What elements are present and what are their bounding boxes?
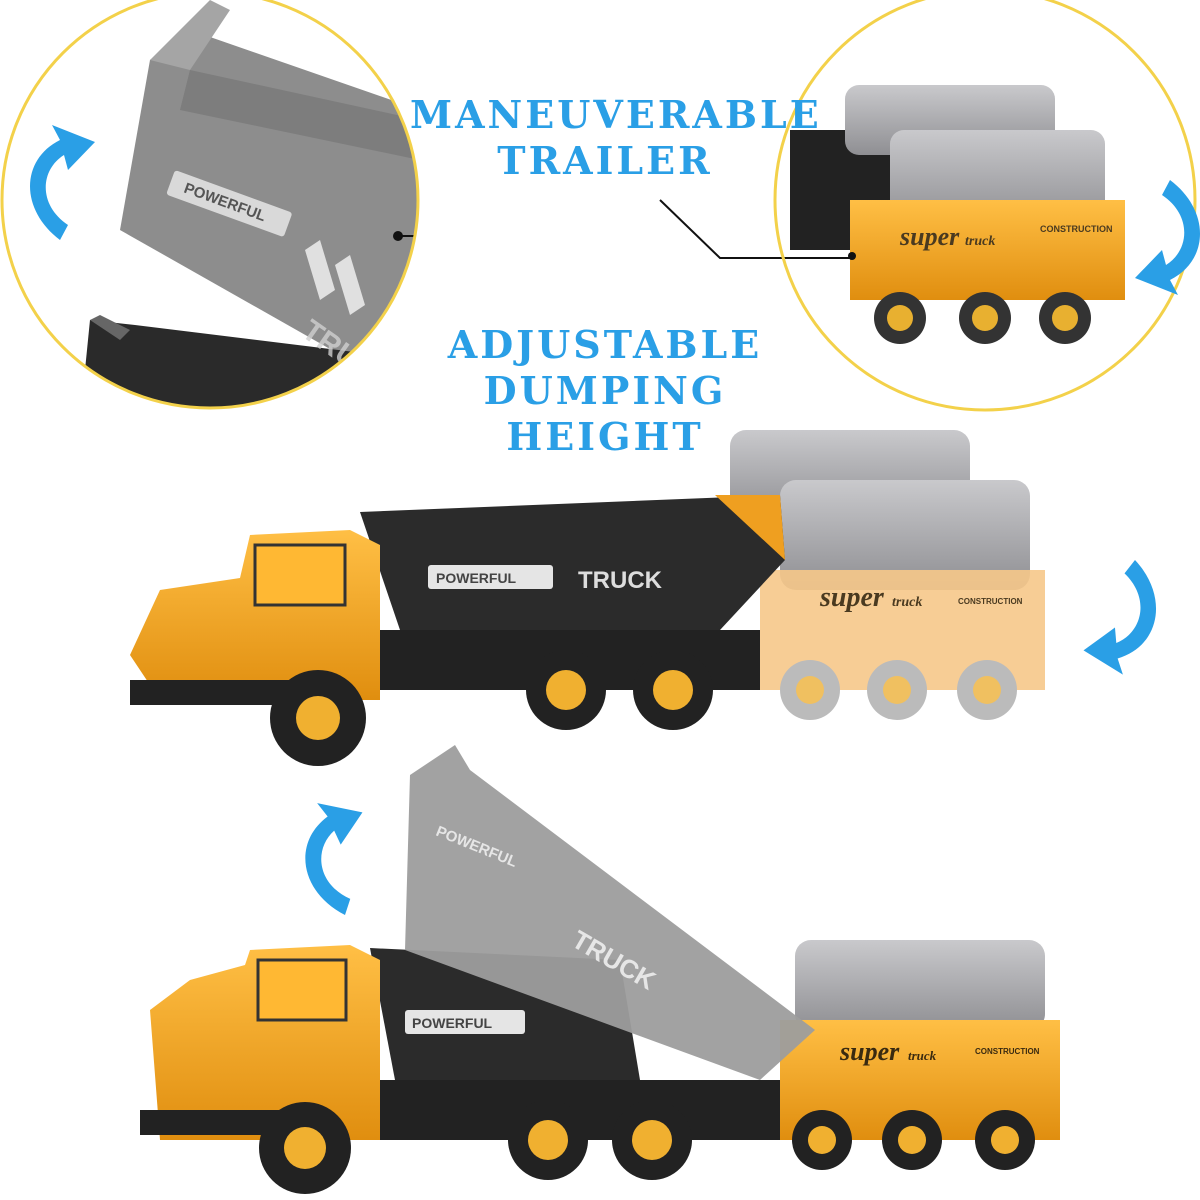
- svg-text:super: super: [899, 222, 960, 251]
- bed-badge-lowered: POWERFUL: [436, 570, 517, 586]
- truck-bed-raised: super truck CONSTRUCTION POWERFUL POWERF…: [140, 745, 1060, 1194]
- callout-line: ADJUSTABLE: [447, 322, 763, 367]
- svg-text:CONSTRUCTION: CONSTRUCTION: [958, 597, 1023, 606]
- svg-text:CONSTRUCTION: CONSTRUCTION: [1040, 224, 1113, 234]
- rotate-arrow-icon: [1083, 560, 1156, 675]
- callout-line: DUMPING HEIGHT: [483, 368, 727, 459]
- rotate-arrow-icon: [30, 125, 95, 240]
- truck-bed-lowered: super truck CONSTRUCTION POWERFUL TRUCK: [130, 430, 1045, 766]
- callout-line: TRAILER: [497, 138, 713, 183]
- rotate-arrow-icon: [1135, 180, 1200, 295]
- bed-badge-raised-base: POWERFUL: [412, 1015, 493, 1031]
- trailer-detail-circle: super truck CONSTRUCTION: [659, 0, 1197, 412]
- svg-text:truck: truck: [892, 595, 922, 610]
- svg-text:super: super: [819, 582, 885, 613]
- maneuverable-trailer-callout: MANEUVERABLE TRAILER: [410, 92, 822, 184]
- dump-bed-detail-circle: POWERFUL TRUCK: [0, 0, 420, 410]
- svg-text:CONSTRUCTION: CONSTRUCTION: [975, 1047, 1040, 1056]
- callout-line: MANEUVERABLE: [410, 92, 822, 137]
- svg-text:truck: truck: [965, 234, 995, 249]
- adjustable-dumping-callout: ADJUSTABLE DUMPING HEIGHT: [395, 322, 815, 460]
- svg-text:truck: truck: [908, 1048, 937, 1063]
- rotate-arrow-icon: [305, 803, 363, 915]
- svg-text:TRUCK: TRUCK: [578, 567, 663, 594]
- svg-text:super: super: [839, 1037, 900, 1066]
